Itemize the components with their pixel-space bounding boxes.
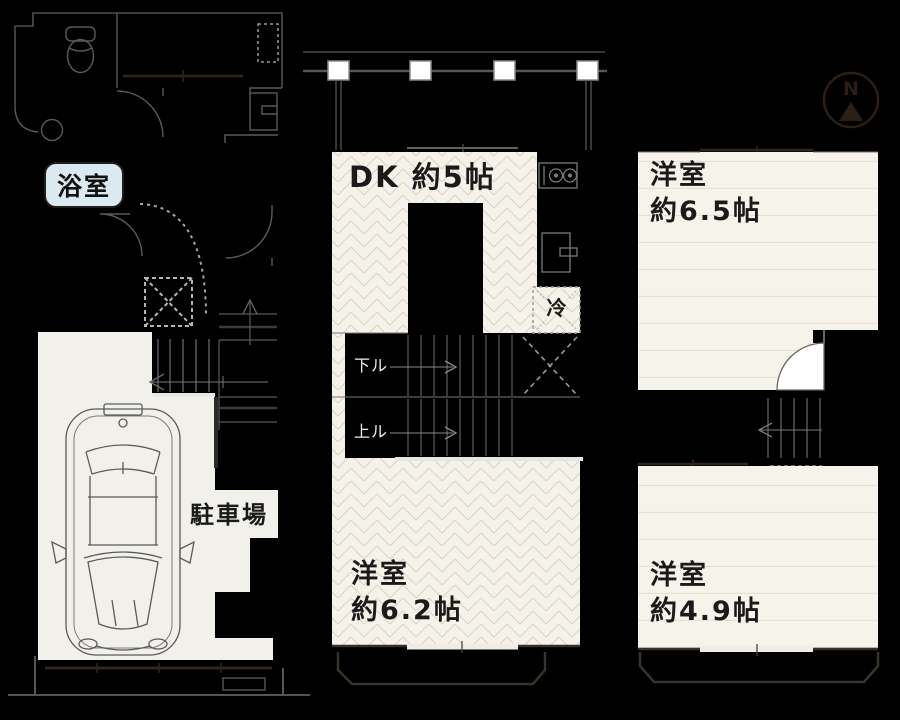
window-bottom-3f [638,644,878,656]
staircase-2f-up [332,396,583,461]
void-island [408,203,483,333]
floor-plan-2f [303,51,607,686]
door-swing-icons-1f [99,88,273,266]
parking-label: 駐車場 [190,501,268,529]
balcony-3f [638,652,880,684]
elevator-shaft-icon [144,277,193,327]
room-3f-b-label: 洋室 約4.9帖 [650,562,762,625]
floor-plan-3f [638,71,880,684]
door-swing-3f [776,342,825,391]
north-compass-icon [822,71,880,129]
window-bottom-2f [332,641,580,653]
washbasin-icon [14,107,64,142]
staircase-3f [757,398,822,467]
room-2f-label: 洋室 約6.2帖 [351,561,463,624]
room-3f-b-size: 約4.9帖 [650,596,762,627]
floor-plan-1f [8,12,310,696]
stairs-down-label: 下ル [354,356,389,375]
room-2f-size: 約6.2帖 [351,595,463,626]
compass-north-label: N [843,78,859,100]
stove-icon [538,162,578,189]
room-3f-a-size: 約6.5帖 [650,196,762,227]
room-3f-b-name: 洋室 [650,560,708,591]
staircase-2f-down [332,332,513,396]
staircase-1f [148,338,268,468]
toilet-icon [65,26,96,74]
kitchen-sink-icon [541,232,578,273]
balcony-2f [336,652,547,686]
room-2f-name: 洋室 [351,559,409,590]
void-cross-icon [522,336,578,396]
stairs-up-mark-1f [218,298,277,430]
balcony-rail-2f [303,51,607,150]
stairwell-2f [345,333,580,458]
stairs-up-label: 上ル [354,422,389,441]
car-icon [51,403,195,656]
vanity-sink-icon [224,87,282,143]
parking-area [38,332,278,660]
garage-door-line [8,656,310,696]
window-mark-1f [123,70,243,82]
room-3f-b-floor [638,466,878,648]
laundry-space-icon [257,23,279,63]
dashed-door-arc [139,203,207,318]
refrigerator-label: 冷 [546,296,567,320]
dk-label: DK 約5帖 [349,160,496,194]
room-3f-a-label: 洋室 約6.5帖 [650,162,762,225]
refrigerator-space [532,286,581,334]
room-3f-a-name: 洋室 [650,160,708,191]
bath-room-label: 浴室 [44,162,124,208]
